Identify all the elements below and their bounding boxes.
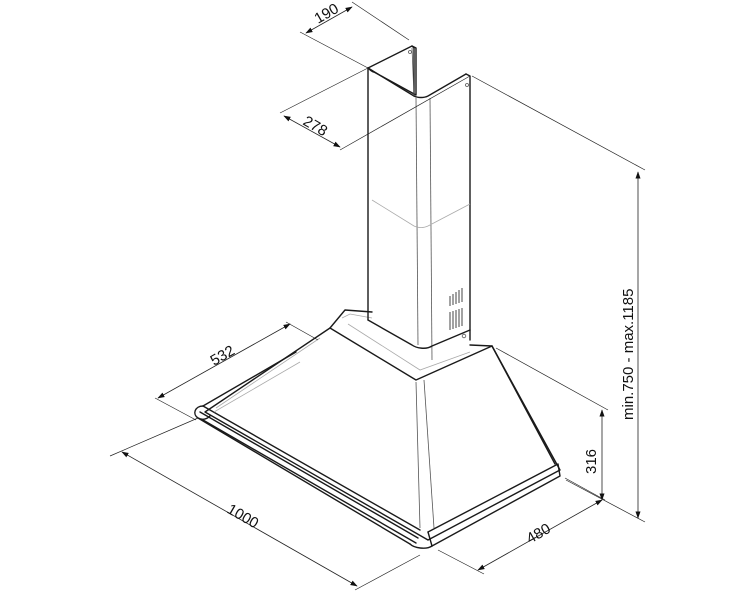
dimension-hood-height: 316 <box>495 347 609 501</box>
dimension-label-316: 316 <box>583 449 600 474</box>
vent-grille-icon <box>449 288 463 330</box>
dimension-label-480: 480 <box>524 520 554 547</box>
dimension-label-1000: 1000 <box>224 501 261 532</box>
dimension-chimney-width: 278 <box>279 67 471 151</box>
dimension-label-278: 278 <box>300 113 330 140</box>
screw-icon <box>461 333 467 339</box>
chimney <box>367 45 471 361</box>
hood-body <box>204 309 561 541</box>
screw-icon <box>465 83 469 87</box>
dimension-label-total-height: min.750 - max.1185 <box>620 289 637 420</box>
dimension-total-height: min.750 - max.1185 <box>471 75 646 523</box>
dimension-label-190: 190 <box>312 0 342 27</box>
screw-icon <box>408 50 412 54</box>
dimension-label-532: 532 <box>208 342 238 369</box>
